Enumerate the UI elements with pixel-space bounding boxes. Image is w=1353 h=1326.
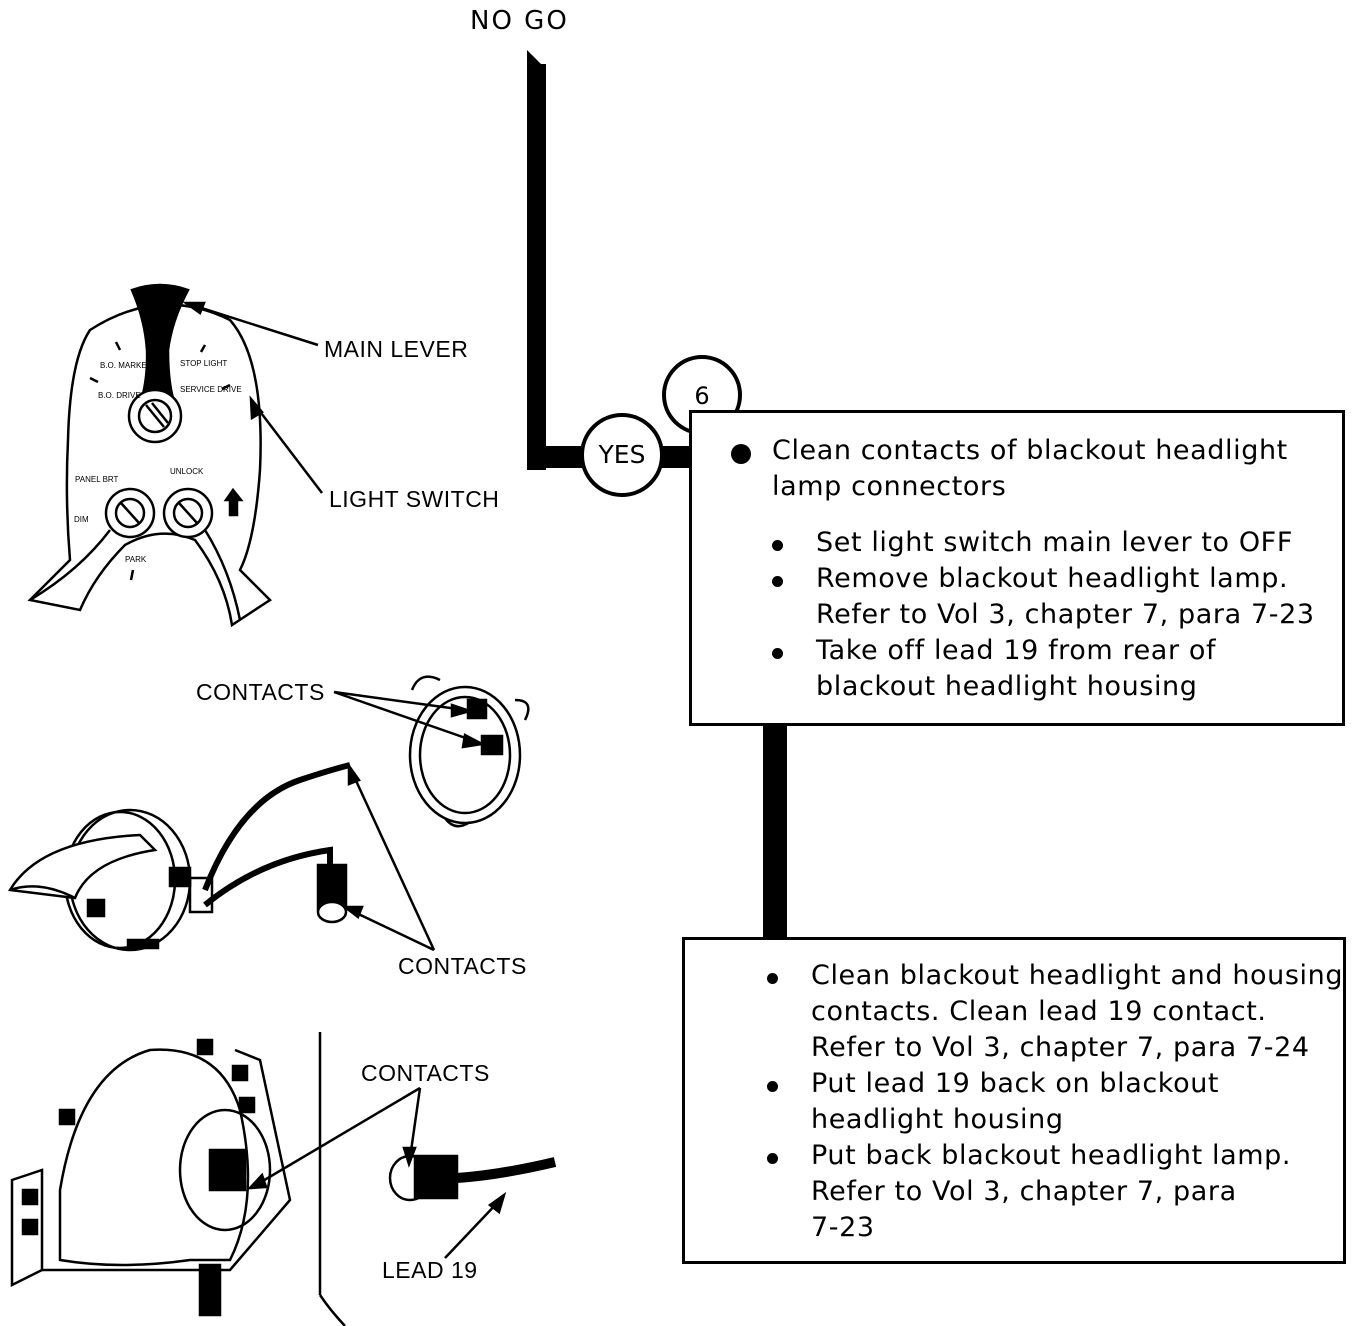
main-text-line: Clean contacts of blackout headlight (772, 435, 1288, 466)
step-6-substeps: Set light switch main lever to OFF Remov… (772, 525, 1315, 705)
light-switch-illustration (27, 283, 272, 628)
stop-light-label: STOP LIGHT (180, 359, 227, 368)
headlight-illustration (7, 675, 530, 952)
step-6-box (689, 410, 1345, 726)
substep-item: Remove blackout headlight lamp. Refer to… (772, 561, 1315, 633)
result-item: Clean blackout headlight and housing con… (766, 958, 1343, 1066)
dim-label: DIM (74, 515, 89, 524)
switch-panel-labels: B.O. MARKER B.O. DRIVE STOP LIGHT SERVIC… (74, 359, 242, 564)
light-switch-label: LIGHT SWITCH (329, 486, 500, 512)
contacts-label-2: CONTACTS (398, 953, 527, 979)
service-drive-label: SERVICE DRIVE (180, 385, 242, 394)
result-item: Put back blackout headlight lamp. Refer … (766, 1138, 1343, 1246)
flow-connector (527, 50, 787, 940)
main-text-line: lamp connectors (772, 471, 1007, 502)
light-switch-callouts (182, 301, 323, 494)
result-box (682, 937, 1346, 1264)
substep-item: Set light switch main lever to OFF (772, 525, 1315, 561)
main-lever-label: MAIN LEVER (324, 336, 469, 362)
panel-brt-label: PANEL BRT (75, 475, 119, 484)
yes-circle (580, 413, 664, 497)
step-number: 6 (694, 382, 710, 410)
bo-drive-label: B.O. DRIVE (98, 391, 141, 400)
park-label: PARK (125, 555, 147, 564)
housing-illustration (10, 1032, 557, 1326)
result-steps: Clean blackout headlight and housing con… (766, 958, 1343, 1246)
yes-label: YES (598, 440, 646, 469)
unlock-label: UNLOCK (170, 467, 204, 476)
result-item: Put lead 19 back on blackout headlight h… (766, 1066, 1343, 1138)
bo-marker-label: B.O. MARKER (100, 361, 153, 370)
contacts-callouts-2 (246, 1086, 507, 1259)
step-6-main-text: Clean contacts of blackout headlight lam… (731, 433, 1288, 505)
contacts-callouts-1 (333, 690, 486, 952)
substep-item: Take off lead 19 from rear of blackout h… (772, 633, 1315, 705)
contacts-label-1: CONTACTS (196, 679, 325, 705)
contacts-label-3: CONTACTS (361, 1060, 490, 1086)
lead-19-label: LEAD 19 (382, 1257, 478, 1283)
no-go-label: NO GO (470, 6, 569, 36)
